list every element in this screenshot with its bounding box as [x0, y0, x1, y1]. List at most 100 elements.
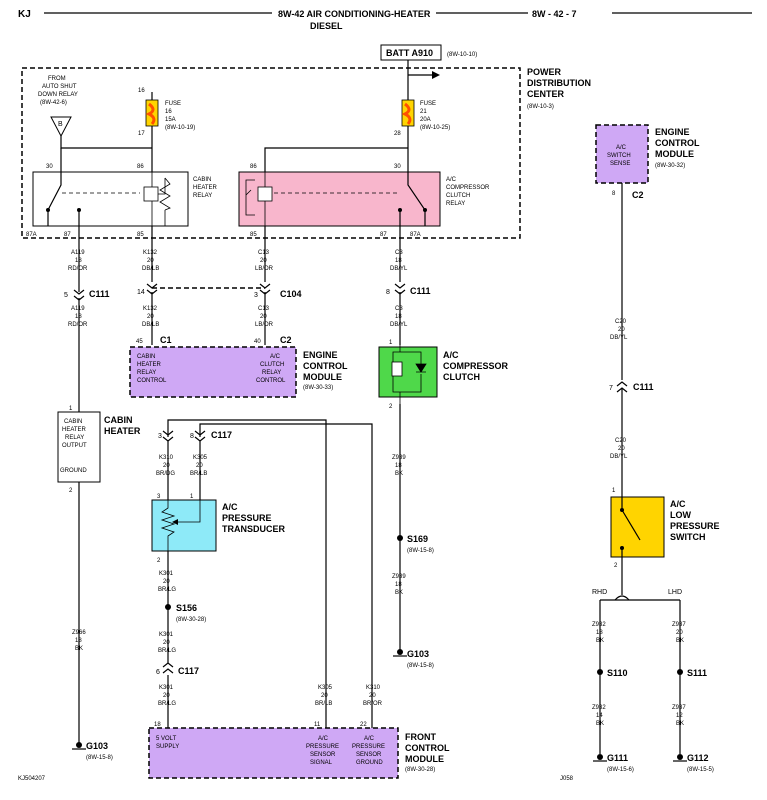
fuse16-label: FUSE 16 15A (8W-10-19): [165, 101, 195, 131]
svg-text:86: 86: [250, 164, 257, 170]
svg-text:G112: G112: [687, 753, 709, 763]
svg-text:20: 20: [163, 640, 170, 646]
svg-text:C2: C2: [632, 190, 644, 200]
header-page: 8W - 42 - 7: [532, 9, 577, 19]
label-c3a: C3 18 DB/YL: [390, 250, 408, 272]
cabin-heater-inner: CABIN HEATER RELAY OUTPUT GROUND: [60, 419, 87, 474]
svg-text:87A: 87A: [410, 232, 421, 238]
svg-text:C13: C13: [258, 306, 270, 312]
svg-text:20: 20: [163, 463, 170, 469]
svg-text:Z939: Z939: [392, 574, 406, 580]
svg-text:SENSOR: SENSOR: [356, 752, 382, 758]
svg-text:18: 18: [75, 638, 82, 644]
svg-text:85: 85: [137, 232, 144, 238]
svg-text:PRESSURE: PRESSURE: [306, 744, 339, 750]
svg-text:A119: A119: [71, 306, 85, 312]
ecm-mid-cabin-control: CABIN HEATER RELAY CONTROL: [137, 354, 167, 384]
svg-text:FROM: FROM: [48, 76, 66, 82]
svg-text:RD/OR: RD/OR: [68, 266, 88, 272]
svg-text:HEATER: HEATER: [137, 362, 162, 368]
svg-text:SIGNAL: SIGNAL: [310, 760, 333, 766]
svg-text:DB/LB: DB/LB: [142, 322, 159, 328]
svg-text:A/C: A/C: [670, 499, 686, 509]
svg-text:G111: G111: [607, 753, 628, 763]
svg-text:1: 1: [69, 406, 73, 412]
svg-text:5 VOLT: 5 VOLT: [156, 736, 177, 742]
branch-wires: [599, 557, 681, 754]
svg-text:C117: C117: [178, 666, 199, 676]
clutch-diode: [415, 363, 427, 373]
footer-right: J058: [560, 776, 574, 782]
svg-text:FUSE: FUSE: [165, 101, 181, 107]
svg-text:RELAY: RELAY: [137, 370, 156, 376]
svg-text:OUTPUT: OUTPUT: [62, 443, 87, 449]
batt-ref: (8W-10-10): [447, 52, 477, 58]
label-a119a: A119 18 RD/OR: [68, 250, 88, 272]
svg-text:16: 16: [138, 88, 145, 94]
batt-box: [380, 44, 442, 61]
svg-text:LOW: LOW: [670, 510, 691, 520]
svg-text:A/C: A/C: [446, 177, 457, 183]
svg-text:RD/OR: RD/OR: [68, 322, 88, 328]
svg-text:CABIN: CABIN: [137, 354, 155, 360]
svg-text:A/C: A/C: [364, 736, 375, 742]
svg-text:BR/LG: BR/LG: [158, 701, 176, 707]
svg-text:16: 16: [165, 109, 172, 115]
low-switch-label: A/C LOW PRESSURE SWITCH: [670, 499, 720, 542]
splice-s156: [165, 604, 171, 610]
svg-text:ENGINE: ENGINE: [303, 350, 338, 360]
svg-text:18: 18: [395, 314, 402, 320]
svg-text:A/C: A/C: [616, 145, 627, 151]
svg-text:S156: S156: [176, 603, 197, 613]
svg-text:SUPPLY: SUPPLY: [156, 744, 179, 750]
svg-text:CONTROL: CONTROL: [655, 138, 700, 148]
svg-text:CABIN: CABIN: [193, 177, 211, 183]
svg-text:(8W-10-3): (8W-10-3): [527, 104, 554, 110]
svg-text:BR/DG: BR/DG: [156, 471, 175, 477]
label-k305a: K305 20 BR/LB: [190, 455, 208, 477]
fcm-sensor-signal: A/C PRESSURE SENSOR SIGNAL: [306, 736, 339, 766]
svg-text:PRESSURE: PRESSURE: [222, 513, 272, 523]
svg-text:(8W-10-25): (8W-10-25): [420, 125, 450, 131]
svg-text:30: 30: [46, 164, 53, 170]
svg-text:CONTROL: CONTROL: [405, 743, 450, 753]
svg-text:86: 86: [137, 164, 144, 170]
svg-text:1: 1: [190, 494, 194, 500]
label-z937b: Z937 12 BK: [672, 705, 686, 727]
svg-text:22: 22: [360, 722, 367, 728]
header-title: 8W-42 AIR CONDITIONING-HEATER: [278, 9, 431, 19]
fcm-5v-supply: 5 VOLT SUPPLY: [156, 736, 179, 750]
svg-text:C111: C111: [410, 286, 431, 296]
svg-text:K305: K305: [193, 455, 208, 461]
svg-text:BK: BK: [75, 646, 83, 652]
svg-text:K305: K305: [318, 685, 333, 691]
svg-text:LB/OR: LB/OR: [255, 266, 274, 272]
cabin-relay-label: CABIN HEATER RELAY: [193, 177, 218, 199]
ac-compressor-clutch: [378, 346, 438, 398]
svg-text:GROUND: GROUND: [356, 760, 383, 766]
svg-text:CONTROL: CONTROL: [137, 378, 167, 384]
svg-text:CENTER: CENTER: [527, 89, 565, 99]
svg-text:2: 2: [69, 488, 73, 494]
svg-text:12: 12: [676, 713, 683, 719]
svg-text:SWITCH: SWITCH: [670, 532, 706, 542]
clutch-coil: [391, 361, 403, 377]
svg-text:BR/LG: BR/LG: [158, 587, 176, 593]
splice-s111: [677, 669, 683, 675]
svg-text:28: 28: [394, 131, 401, 137]
svg-text:HEATER: HEATER: [62, 427, 87, 433]
bus-arrow-head: [432, 71, 440, 79]
splice-s110: [597, 669, 603, 675]
svg-text:20: 20: [163, 693, 170, 699]
fcm-label: FRONT CONTROL MODULE (8W-30-28): [405, 732, 450, 773]
svg-text:14: 14: [596, 713, 603, 719]
svg-text:FUSE: FUSE: [420, 101, 436, 107]
svg-text:MODULE: MODULE: [655, 149, 694, 159]
svg-text:GROUND: GROUND: [60, 468, 87, 474]
svg-text:2: 2: [157, 558, 161, 564]
svg-text:20: 20: [163, 579, 170, 585]
svg-text:CLUTCH: CLUTCH: [446, 193, 470, 199]
ac-pressure-transducer: [151, 499, 217, 552]
label-k132a: K132 20 DB/LB: [142, 250, 159, 272]
